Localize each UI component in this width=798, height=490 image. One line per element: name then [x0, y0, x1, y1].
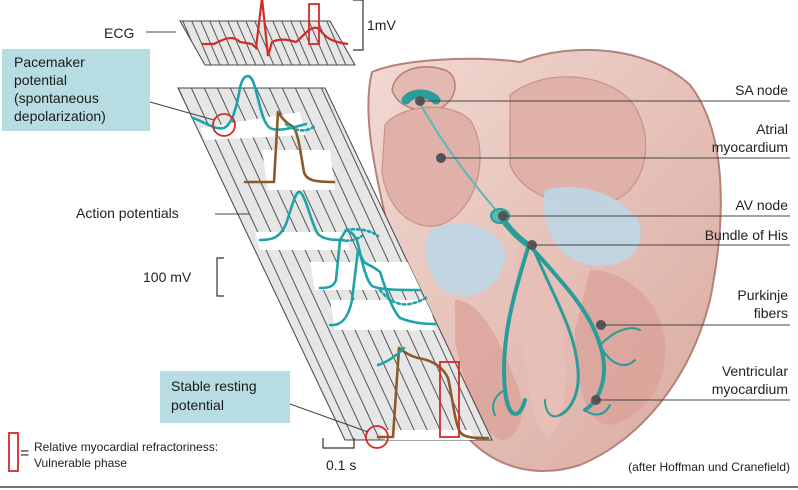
av-node-label: AV node: [735, 197, 788, 213]
anatomy-label-text: SA node Atrial myocardium AV node Bundle…: [705, 82, 789, 397]
stable-line-2: potential: [171, 397, 224, 413]
ecg-amplitude-label: 1mV: [367, 17, 396, 33]
legend-equals: =: [20, 445, 29, 462]
purkinje-fibers-label-2: fibers: [754, 305, 788, 321]
ecg-amplitude-bracket: [353, 0, 363, 50]
ventricular-myocardium-label-2: myocardium: [712, 381, 788, 397]
left-atrium-chamber: [510, 77, 646, 205]
purkinje-fibers-label-1: Purkinje: [737, 287, 788, 303]
ecg-grid-line: [160, 10, 186, 70]
pacemaker-line-1: Pacemaker: [14, 54, 85, 70]
legend-line-2: Vulnerable phase: [34, 456, 127, 470]
source-credit: (after Hoffman und Cranefield): [628, 460, 790, 474]
ecg-label: ECG: [104, 25, 134, 41]
voltage-scale-label: 100 mV: [143, 269, 192, 285]
pacemaker-line-2: potential: [14, 72, 67, 88]
stable-line-1: Stable resting: [171, 378, 257, 394]
legend-line-1: Relative myocardial refractoriness:: [34, 440, 218, 454]
action-potentials-label: Action potentials: [76, 205, 179, 221]
time-scale-label: 0.1 s: [326, 457, 356, 473]
atrial-myocardium-label-1: Atrial: [756, 121, 788, 137]
sa-node-label: SA node: [735, 82, 788, 98]
atrial-trace-bg: [262, 150, 335, 190]
voltage-scale-bracket: [217, 258, 224, 296]
pacemaker-line-4: depolarization): [14, 108, 106, 124]
legend: = Relative myocardial refractoriness: Vu…: [9, 433, 218, 471]
bundle-of-his-label: Bundle of His: [705, 227, 788, 243]
legend-red-box-icon: [9, 433, 18, 471]
ventricular-myocardium-label-1: Ventricular: [722, 363, 788, 379]
pacemaker-line-3: (spontaneous: [14, 90, 99, 106]
atrial-myocardium-label-2: myocardium: [712, 139, 788, 155]
